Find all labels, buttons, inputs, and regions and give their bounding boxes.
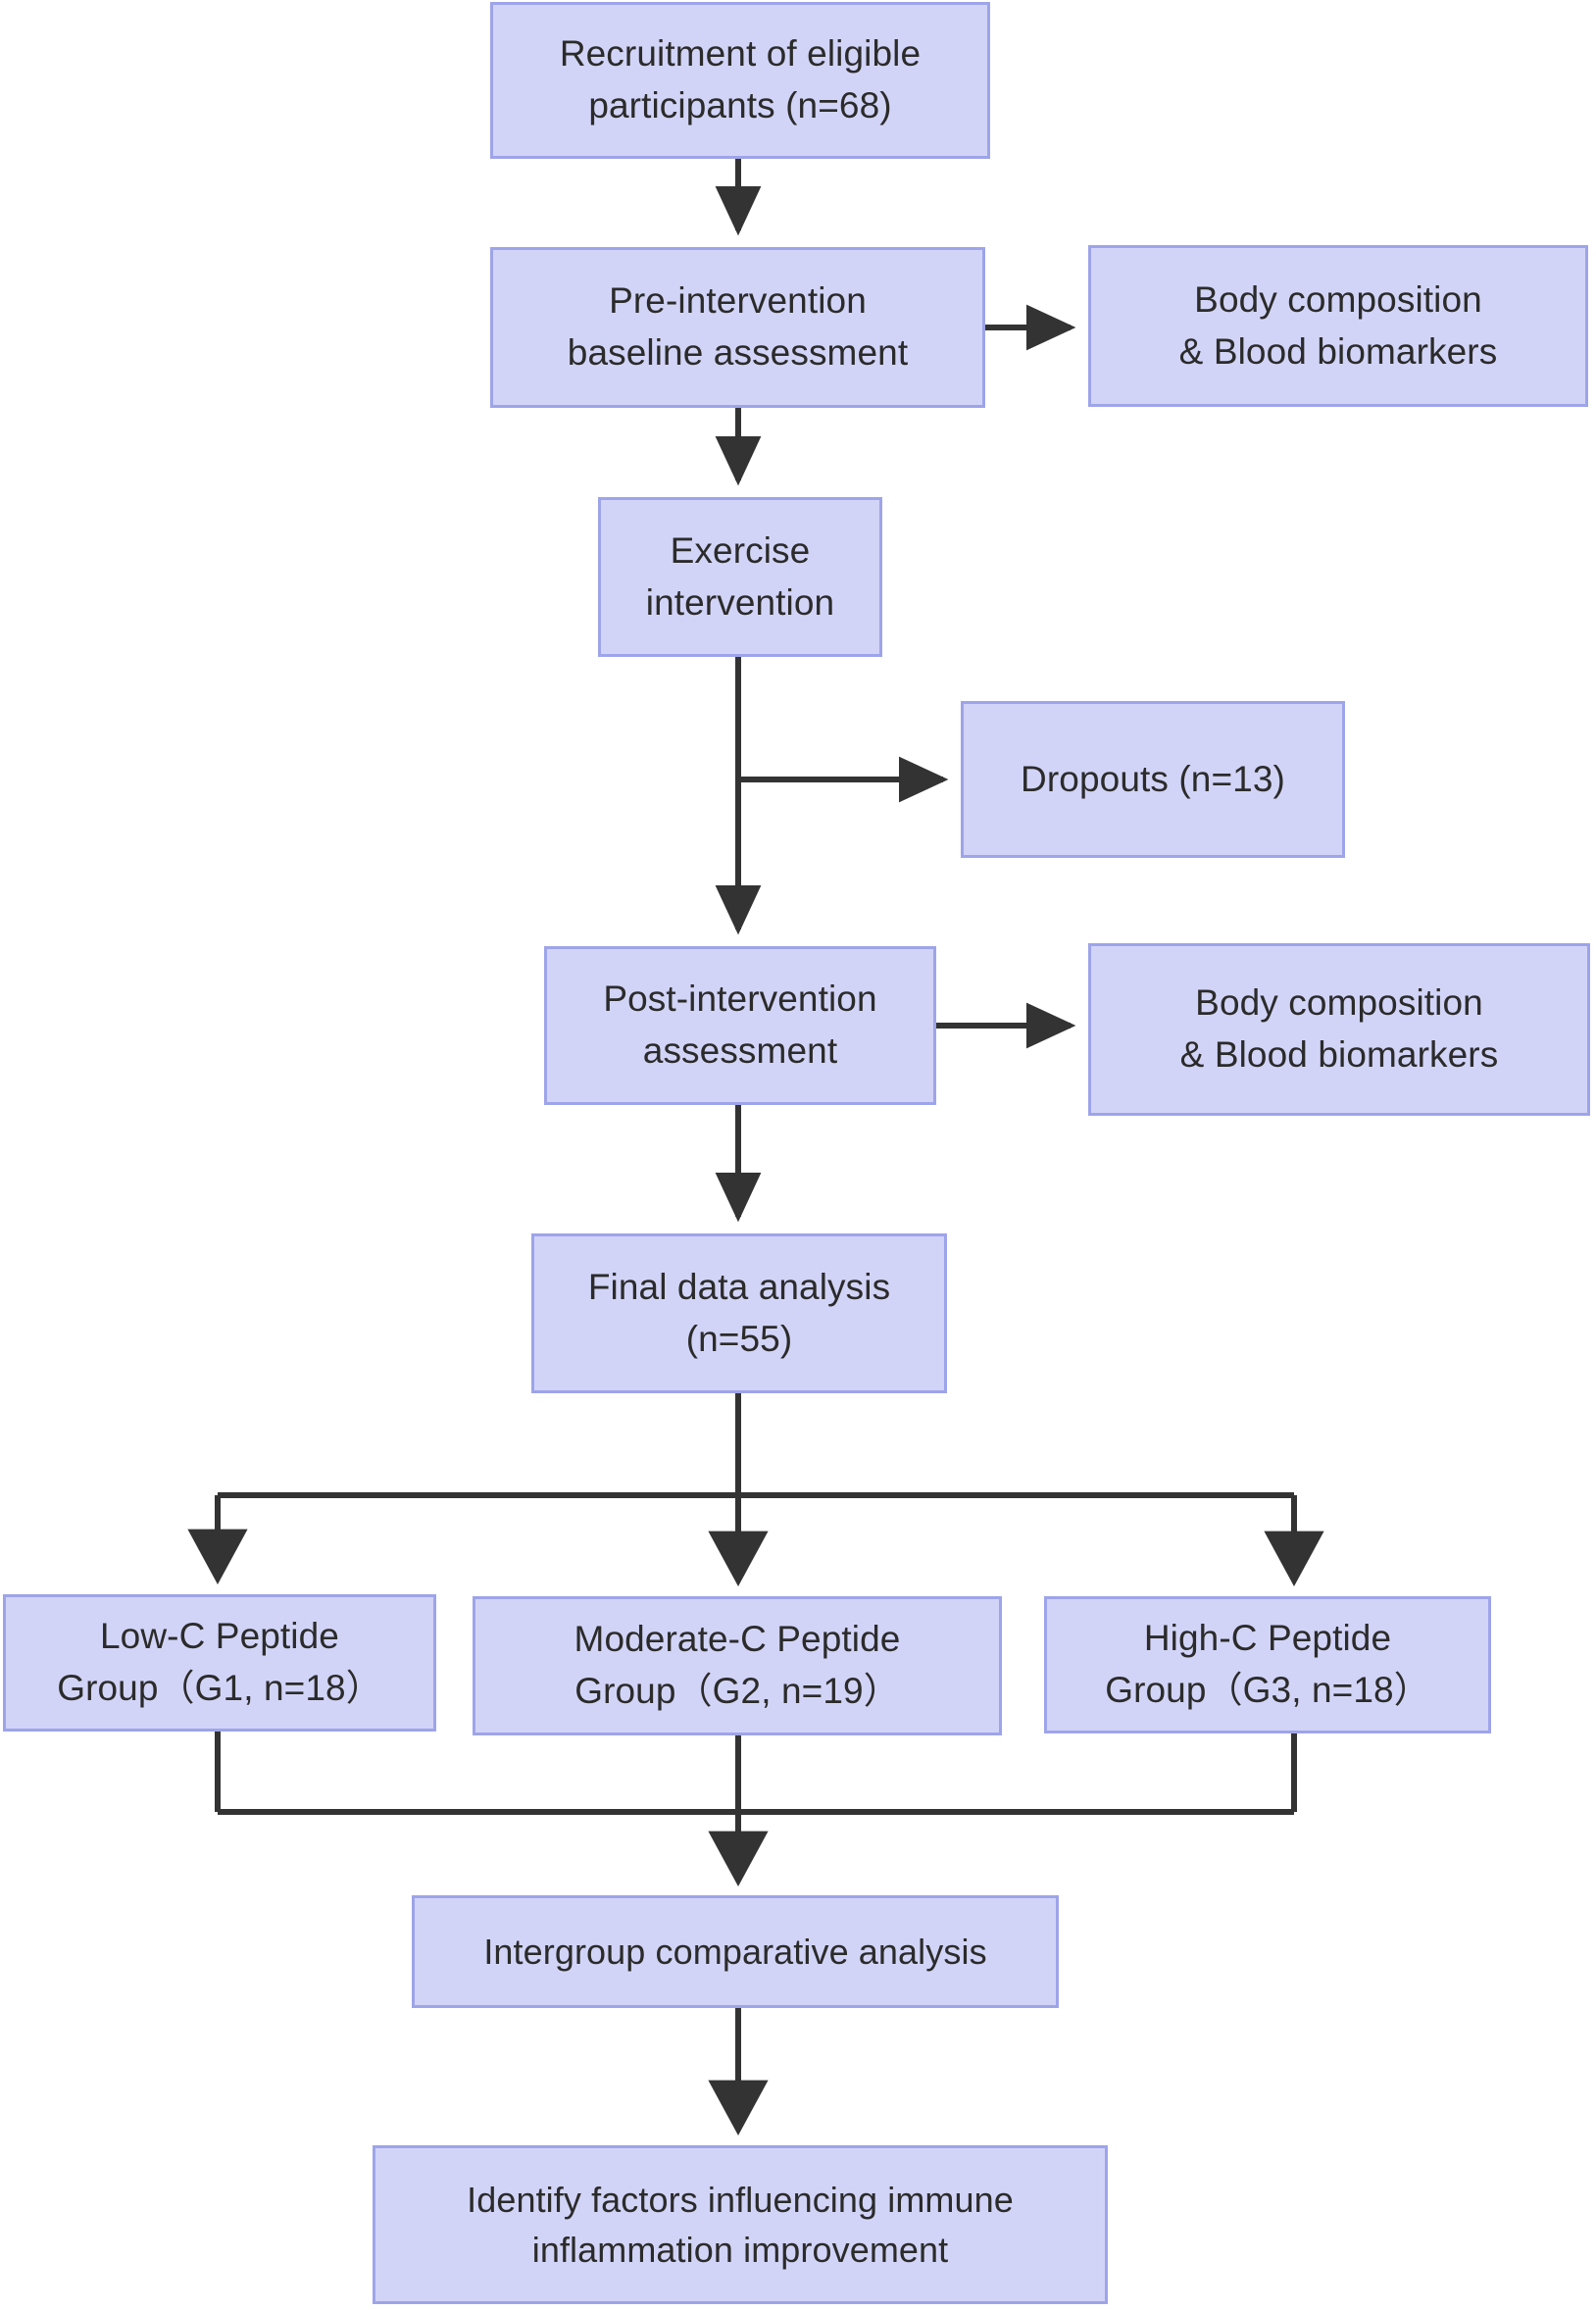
node-pre-intervention[interactable]: Pre-intervention baseline assessment (490, 247, 985, 408)
node-group-high-c-peptide[interactable]: High-C Peptide Group（G3, n=18） (1044, 1596, 1491, 1733)
node-group-high-c-peptide-label: High-C Peptide Group（G3, n=18） (1105, 1618, 1430, 1710)
node-final-analysis-label: Final data analysis (n=55) (587, 1266, 891, 1359)
node-post-intervention[interactable]: Post-intervention assessment (544, 946, 936, 1105)
node-pre-intervention-label: Pre-intervention baseline assessment (567, 280, 909, 373)
node-recruitment-label: Recruitment of eligible participants (n=… (559, 33, 922, 126)
node-post-measures-label: Body composition & Blood biomarkers (1179, 982, 1499, 1075)
node-group-moderate-c-peptide-label: Moderate-C Peptide Group（G2, n=19） (574, 1619, 901, 1711)
node-identify-factors[interactable]: Identify factors influencing immune infl… (373, 2145, 1108, 2304)
node-recruitment[interactable]: Recruitment of eligible participants (n=… (490, 2, 990, 159)
node-final-analysis[interactable]: Final data analysis (n=55) (531, 1233, 947, 1393)
node-post-intervention-label: Post-intervention assessment (603, 979, 877, 1071)
node-exercise-intervention-label: Exercise intervention (645, 529, 835, 623)
node-intergroup-analysis-label: Intergroup comparative analysis (483, 1931, 987, 1972)
node-dropouts-label: Dropouts (n=13) (1021, 758, 1285, 799)
node-group-low-c-peptide-label: Low-C Peptide Group（G1, n=18） (57, 1616, 382, 1708)
node-identify-factors-label: Identify factors influencing immune infl… (467, 2179, 1014, 2270)
node-post-measures[interactable]: Body composition & Blood biomarkers (1088, 943, 1590, 1116)
node-group-moderate-c-peptide[interactable]: Moderate-C Peptide Group（G2, n=19） (473, 1596, 1002, 1735)
node-baseline-measures-label: Body composition & Blood biomarkers (1178, 278, 1498, 372)
node-baseline-measures[interactable]: Body composition & Blood biomarkers (1088, 245, 1588, 407)
node-intergroup-analysis[interactable]: Intergroup comparative analysis (412, 1895, 1059, 2008)
node-exercise-intervention[interactable]: Exercise intervention (598, 497, 882, 657)
node-dropouts[interactable]: Dropouts (n=13) (961, 701, 1345, 858)
node-group-low-c-peptide[interactable]: Low-C Peptide Group（G1, n=18） (3, 1594, 436, 1732)
